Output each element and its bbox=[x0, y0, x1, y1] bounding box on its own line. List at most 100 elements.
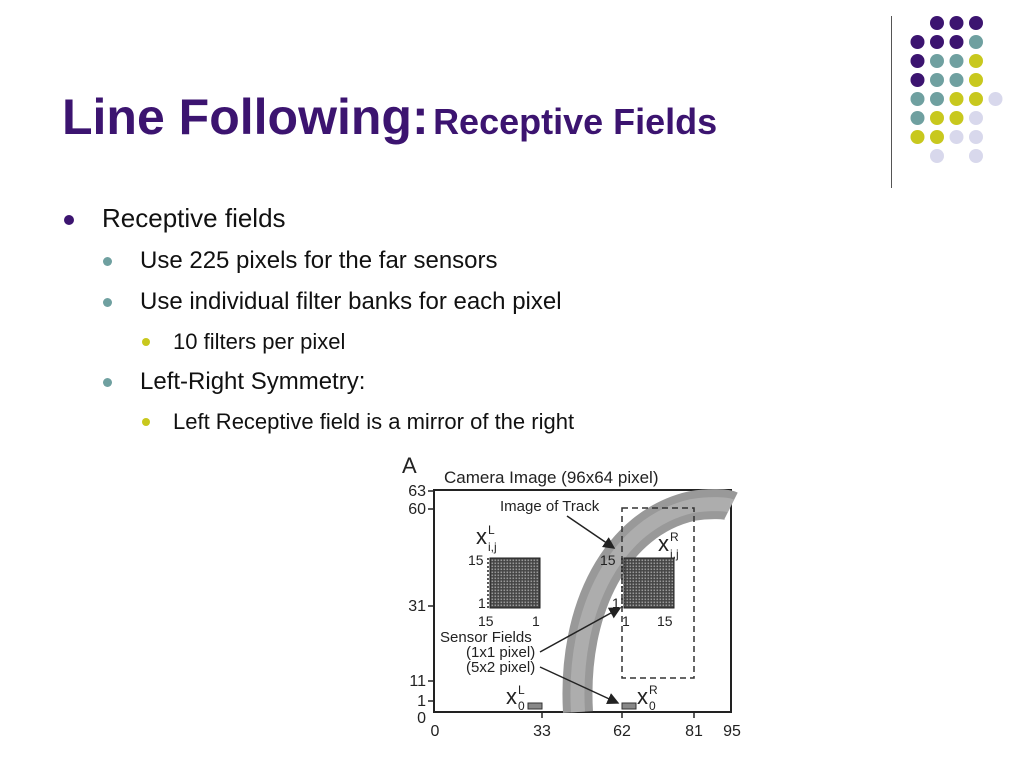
near-left-sup: L bbox=[518, 683, 525, 697]
track-arrow bbox=[566, 515, 616, 549]
left-field-sub: i,j bbox=[488, 540, 497, 554]
sensor-arrow bbox=[539, 607, 622, 653]
left-grid-tick: 1 bbox=[478, 595, 486, 611]
decorative-dot bbox=[969, 111, 983, 125]
sensor-fields-label: Sensor Fields bbox=[440, 629, 532, 646]
right-field-sub: i,j bbox=[670, 547, 679, 561]
bullet-text: Use 225 pixels for the far sensors bbox=[140, 247, 498, 274]
bullet-item: Use individual filter banks for each pix… bbox=[103, 288, 562, 316]
decorative-dot bbox=[949, 35, 964, 49]
bullet-dot-icon bbox=[142, 418, 150, 426]
decorative-dot bbox=[969, 54, 983, 68]
title-subtitle: Receptive Fields bbox=[433, 101, 718, 142]
decorative-dot bbox=[930, 149, 944, 163]
decorative-dot bbox=[949, 111, 964, 125]
decorative-dot bbox=[969, 35, 983, 49]
bullet-item: Use 225 pixels for the far sensors bbox=[103, 247, 498, 275]
title-divider-line bbox=[891, 16, 892, 188]
decorative-dot bbox=[949, 16, 964, 30]
bullet-text: Receptive fields bbox=[102, 203, 286, 233]
bullet-text: 10 filters per pixel bbox=[173, 329, 346, 354]
decorative-dot bbox=[930, 54, 944, 68]
y-tick-label: 63 bbox=[408, 483, 426, 500]
right-field-label: x bbox=[658, 531, 669, 556]
y-tick-label: 1 bbox=[417, 693, 426, 710]
near-left-sub: 0 bbox=[518, 699, 525, 713]
right-grid-tick: 1 bbox=[622, 613, 630, 629]
panel-label: A bbox=[402, 453, 417, 478]
x-tick-label: 62 bbox=[613, 723, 631, 740]
near-right-label: x bbox=[637, 684, 648, 709]
decorative-dot bbox=[910, 130, 925, 144]
bullet-item: 10 filters per pixel bbox=[142, 329, 346, 355]
bullet-text: Left-Right Symmetry: bbox=[140, 368, 366, 395]
sensor-arrow bbox=[539, 666, 620, 705]
x-tick-label: 81 bbox=[685, 723, 703, 740]
x-tick-label: 33 bbox=[533, 723, 551, 740]
left-field-label: x bbox=[476, 524, 487, 549]
bullet-dot-icon bbox=[103, 257, 112, 266]
decorative-dot-grid bbox=[910, 16, 1003, 163]
decorative-dot bbox=[930, 130, 944, 144]
decorative-dot bbox=[969, 73, 983, 87]
y-tick-label: 31 bbox=[408, 598, 426, 615]
decorative-dot bbox=[930, 73, 944, 87]
decorative-dot bbox=[988, 92, 1003, 106]
right-receptive-region bbox=[621, 507, 695, 679]
right-grid-tick: 15 bbox=[600, 552, 616, 568]
near-left-label: x bbox=[506, 684, 517, 709]
title-main: Line Following: bbox=[62, 89, 429, 145]
image-frame bbox=[433, 489, 732, 713]
bullet-dot-icon bbox=[103, 298, 112, 307]
near-right-sensor bbox=[621, 702, 637, 710]
decorative-dot bbox=[949, 73, 964, 87]
near-right-sup: R bbox=[649, 683, 658, 697]
left-grid-tick: 1 bbox=[532, 613, 540, 629]
slide-title: Line Following: Receptive Fields bbox=[62, 88, 717, 146]
bullet-dot-icon bbox=[142, 338, 150, 346]
figure-title: Camera Image (96x64 pixel) bbox=[444, 468, 658, 487]
decorative-dot bbox=[910, 35, 925, 49]
y-tick-label: 0 bbox=[417, 710, 426, 727]
right-grid-tick: 15 bbox=[657, 613, 673, 629]
near-left-sensor bbox=[527, 702, 543, 710]
decorative-dot bbox=[949, 54, 964, 68]
decorative-dot bbox=[969, 92, 983, 106]
decorative-dot bbox=[930, 92, 944, 106]
bullet-text: Left Receptive field is a mirror of the … bbox=[173, 409, 575, 434]
bullet-item: Left Receptive field is a mirror of the … bbox=[142, 409, 575, 435]
bullet-text: Use individual filter banks for each pix… bbox=[140, 288, 562, 315]
right-field-sup: R bbox=[670, 530, 679, 544]
decorative-dot bbox=[949, 130, 964, 144]
x-tick-label: 0 bbox=[431, 723, 440, 740]
decorative-dot bbox=[969, 149, 983, 163]
decorative-dot bbox=[910, 111, 925, 125]
decorative-dot bbox=[910, 92, 925, 106]
decorative-dot bbox=[910, 73, 925, 87]
y-tick-label: 60 bbox=[408, 501, 426, 518]
camera-image-figure: A Camera Image (96x64 pixel) 63 60 31 11… bbox=[402, 453, 741, 740]
decorative-dot bbox=[969, 16, 983, 30]
near-right-sub: 0 bbox=[649, 699, 656, 713]
decorative-dot bbox=[969, 130, 983, 144]
bullet-item: Left-Right Symmetry: bbox=[103, 368, 366, 396]
bullet-dot-icon bbox=[64, 215, 74, 225]
decorative-dot bbox=[930, 111, 944, 125]
decorative-dot bbox=[930, 35, 944, 49]
left-receptive-grid bbox=[489, 557, 541, 609]
right-receptive-grid bbox=[623, 557, 675, 609]
bullet-item: Receptive fields bbox=[64, 203, 286, 234]
sensor-size-label: (5x2 pixel) bbox=[466, 659, 535, 676]
decorative-dot bbox=[930, 16, 944, 30]
right-grid-tick: 1 bbox=[612, 595, 620, 611]
left-grid-tick: 15 bbox=[478, 613, 494, 629]
track-label: Image of Track bbox=[500, 498, 600, 515]
bullet-dot-icon bbox=[103, 378, 112, 387]
decorative-dot bbox=[949, 92, 964, 106]
decorative-dot bbox=[910, 54, 925, 68]
x-tick-label: 95 bbox=[723, 723, 741, 740]
left-grid-tick: 15 bbox=[468, 552, 484, 568]
left-field-sup: L bbox=[488, 523, 495, 537]
track-highlight bbox=[570, 497, 735, 713]
y-tick-label: 11 bbox=[409, 673, 426, 690]
